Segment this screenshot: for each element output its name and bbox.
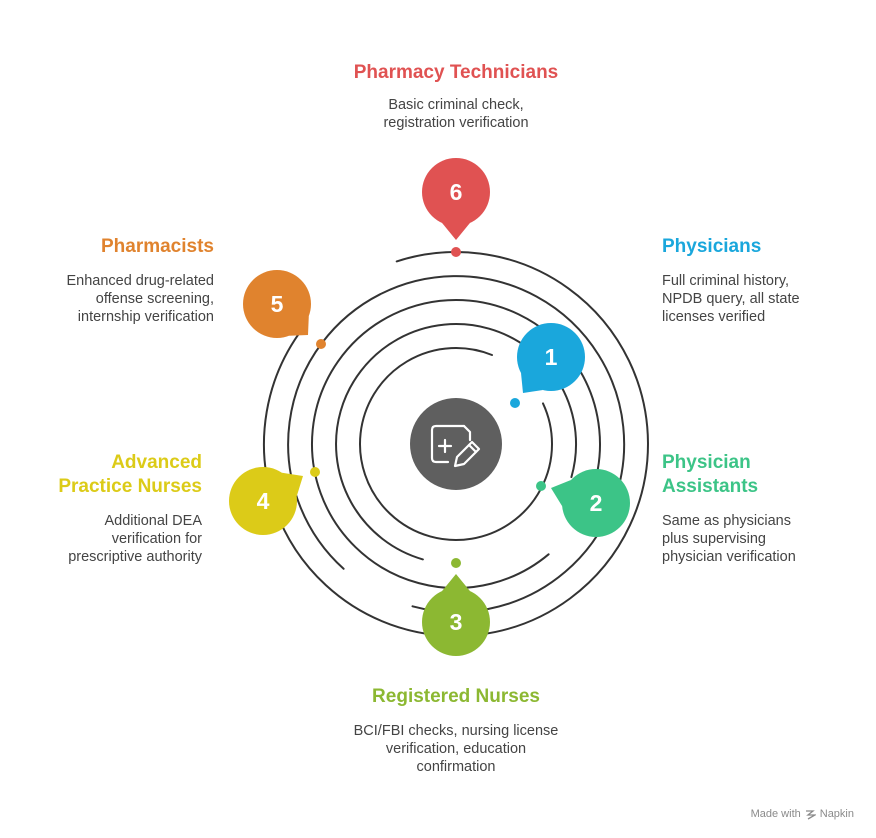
ring-4 bbox=[287, 275, 626, 614]
item-3-number: 3 bbox=[450, 609, 463, 635]
item-1-description: Full criminal history, NPDB query, all s… bbox=[662, 273, 800, 325]
item-5-title: Pharmacists bbox=[100, 236, 214, 257]
item-5-description: Enhanced drug-related offense screening,… bbox=[66, 273, 214, 325]
napkin-brand-label: Napkin bbox=[819, 808, 854, 820]
item-6-title: Pharmacy Technicians bbox=[353, 62, 559, 83]
medical-document-edit-icon bbox=[430, 424, 481, 468]
made-with-napkin-footer: Made with Napkin bbox=[751, 808, 854, 820]
item-4-marker: 4 bbox=[229, 467, 303, 535]
ring-2 bbox=[335, 323, 577, 561]
item-3-title: Registered Nurses bbox=[372, 686, 540, 707]
item-6-marker: 6 bbox=[422, 158, 490, 240]
made-with-label: Made with bbox=[750, 808, 801, 820]
item-1-number: 1 bbox=[545, 344, 558, 370]
item-2-connector-dot bbox=[536, 481, 546, 491]
item-2-title: Physician Assistants bbox=[662, 452, 759, 497]
item-5-connector-dot bbox=[316, 339, 326, 349]
item-1-connector-dot bbox=[510, 398, 520, 408]
napkin-logo-icon bbox=[805, 809, 816, 820]
item-6-description: Basic criminal check, registration verif… bbox=[383, 97, 529, 131]
item-4-connector-dot bbox=[310, 467, 320, 477]
item-4-title: Advanced Practice Nurses bbox=[58, 452, 202, 497]
item-6-connector-dot bbox=[451, 247, 461, 257]
item-2-number: 2 bbox=[590, 490, 603, 516]
item-3-marker: 3 bbox=[422, 574, 490, 656]
item-2-marker: 2 bbox=[551, 469, 630, 537]
item-1-title: Physicians bbox=[662, 236, 762, 257]
item-3-description: BCI/FBI checks, nursing license verifica… bbox=[353, 723, 559, 775]
item-6-number: 6 bbox=[450, 179, 463, 205]
item-3-connector-dot bbox=[451, 558, 461, 568]
item-5-number: 5 bbox=[271, 291, 284, 317]
item-4-number: 4 bbox=[257, 488, 270, 514]
center-hub bbox=[410, 398, 502, 490]
item-5-marker: 5 bbox=[243, 270, 311, 338]
item-2-description: Same as physicians plus supervising phys… bbox=[662, 513, 796, 565]
item-4-description: Additional DEA verification for prescrip… bbox=[68, 513, 202, 565]
item-1-marker: 1 bbox=[517, 323, 585, 393]
